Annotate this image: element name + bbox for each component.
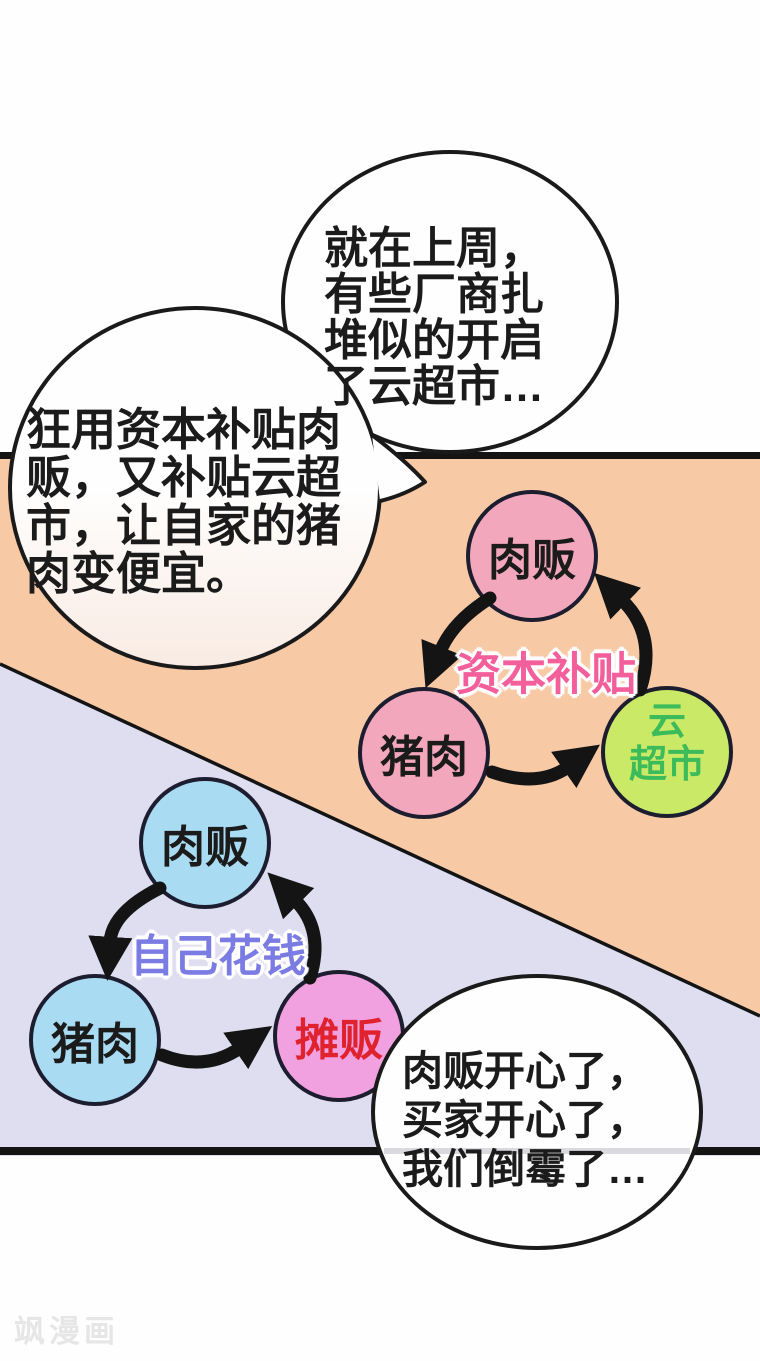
node-label-own-meat-vendor: 肉贩 (161, 823, 249, 872)
node-label-own-pork: 猪肉 (51, 1020, 139, 1069)
speech-line: 狂用资本补贴肉 (26, 404, 342, 455)
speech-line: 市，让自家的猪 (26, 500, 342, 551)
speech-line: 就在上周， (324, 224, 544, 273)
capital-cycle-diagram (358, 490, 733, 819)
node-circle-cloud-market (601, 686, 733, 818)
speech-line: 了云超市… (324, 362, 544, 411)
speech-bubbles-layer (8, 150, 703, 1250)
speech-bubble-left-text: 狂用资本补贴肉 贩，又补贴云超 市，让自家的猪 肉变便宜。 (26, 406, 341, 598)
speech-line: 贩，又补贴云超 (26, 452, 342, 503)
speech-bubble-top (281, 150, 619, 454)
watermark: 飒漫画 (14, 1314, 119, 1349)
node-label-cloud-market-line2: 超市 (628, 744, 706, 786)
arrow-own-meatvendor-to-pork (88, 881, 167, 981)
speech-line: 我们倒霉了… (402, 1146, 648, 1192)
speech-bubble-top-text: 就在上周， 有些厂商扎 堆似的开启 了云超市… (324, 226, 544, 410)
arrow-own-pork-to-stallvendor (155, 1025, 273, 1070)
divider-line-showthrough (384, 1148, 690, 1154)
node-label-capital-meat-vendor: 肉贩 (488, 536, 576, 585)
arrow-own-stallvendor-to-meatvendor (267, 872, 322, 985)
node-label-capital-pork: 猪肉 (380, 733, 468, 782)
node-circle-own-meat-vendor (139, 777, 271, 909)
node-circle-capital-pork (358, 687, 490, 819)
speech-bubble-bottom (371, 974, 703, 1250)
speech-line: 有些厂商扎 (324, 270, 544, 319)
arrow-capital-pork-to-cloudmarket (485, 744, 600, 789)
speech-bubble-bottom-text: 肉贩开心了， 买家开心了， 我们倒霉了… (402, 1047, 648, 1194)
cycle-label-capital-subsidy: 资本补贴 (455, 648, 637, 700)
node-circle-capital-meat-vendor (466, 490, 598, 622)
cycle-label-own-money: 自己花钱 (130, 932, 306, 981)
speech-bubble-left-tail (370, 433, 427, 503)
speech-line: 堆似的开启 (324, 316, 544, 365)
arrow-capital-meatvendor-to-pork (421, 591, 497, 689)
speech-line: 买家开心了， (402, 1097, 648, 1143)
node-label-cloud-market-line1: 云 (647, 701, 687, 743)
node-label-stall-vendor: 摊贩 (295, 1016, 383, 1065)
arrow-capital-cloudmarket-to-meatvendor (594, 572, 653, 697)
node-label-cloud-market: 云 超市 (629, 701, 705, 787)
speech-line: 肉贩开心了， (402, 1048, 648, 1094)
speech-line: 肉变便宜。 (26, 548, 252, 599)
diagonal-panel-edge (0, 662, 760, 1018)
